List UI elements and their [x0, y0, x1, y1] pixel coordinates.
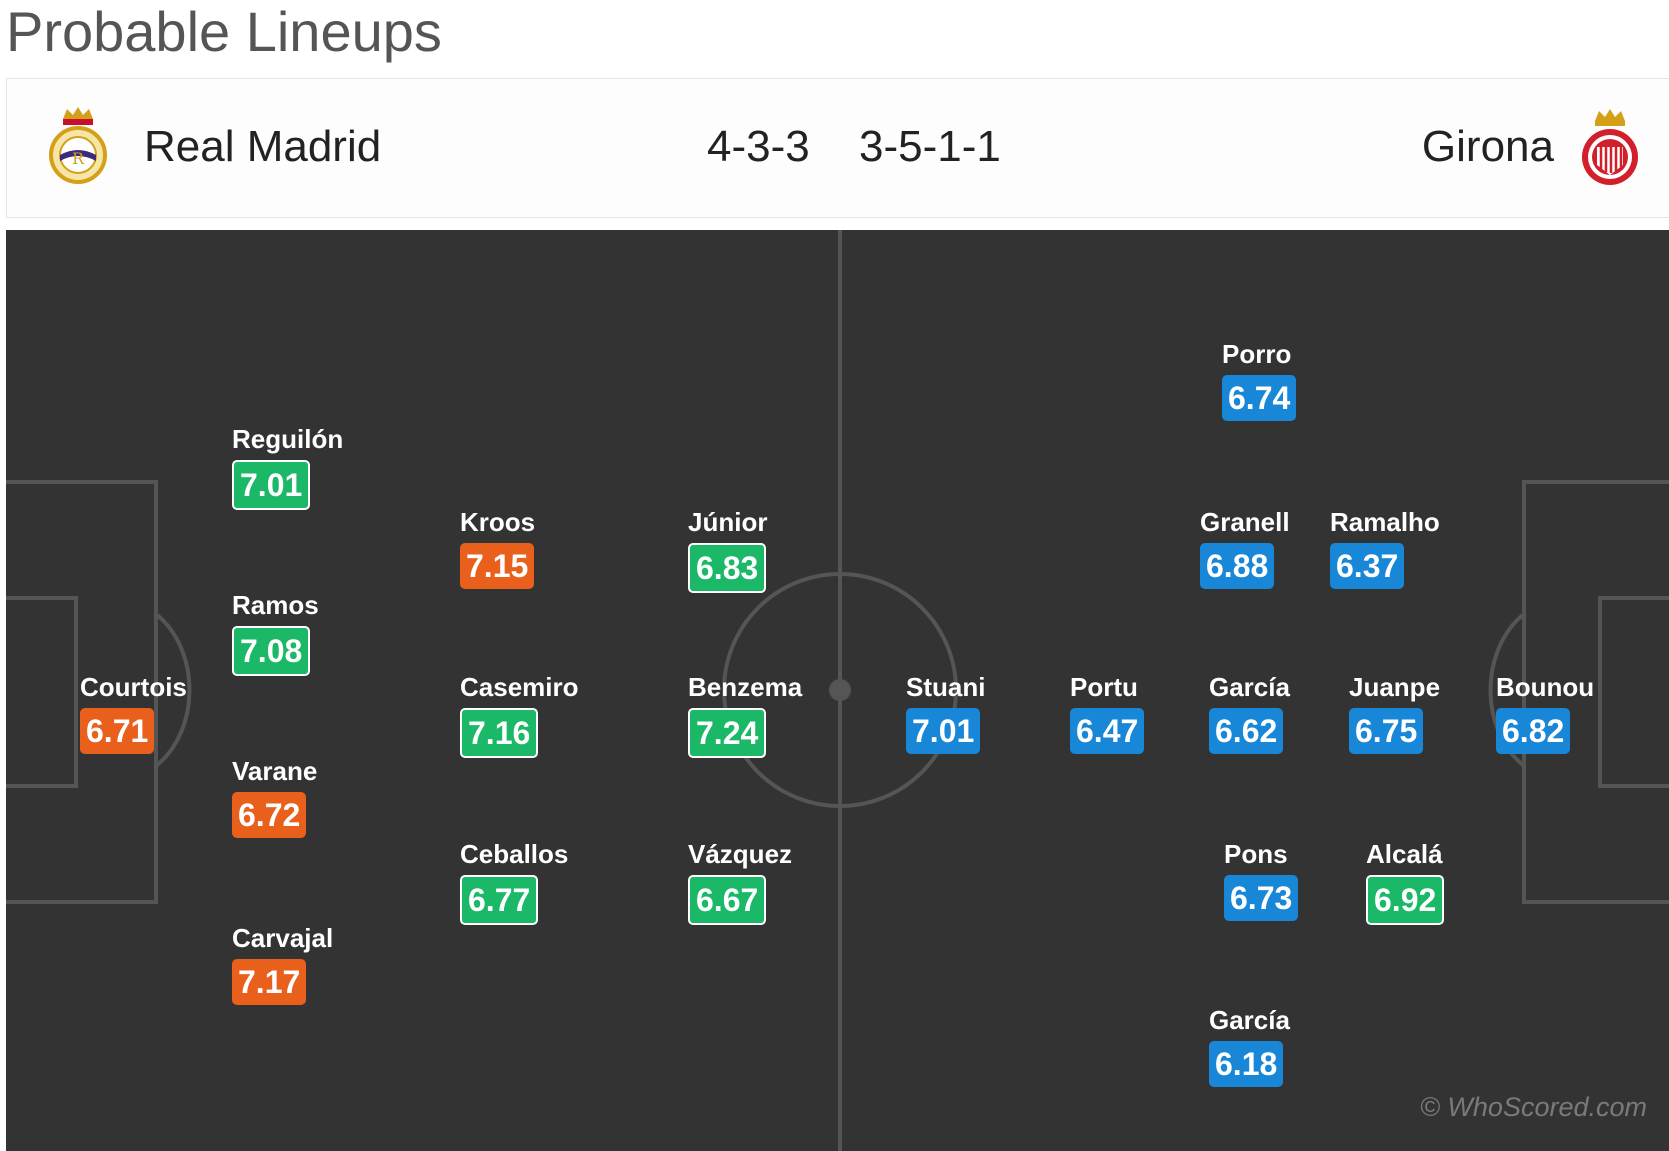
player-rating: 6.75	[1349, 708, 1424, 754]
player-benzema[interactable]: Benzema 7.24	[688, 672, 802, 758]
player-rating: 6.47	[1070, 708, 1145, 754]
player-rating: 7.01	[232, 460, 311, 510]
player-porro[interactable]: Porro 6.74	[1222, 339, 1297, 421]
player-name: Bounou	[1496, 672, 1595, 702]
player-name: García	[1209, 1005, 1290, 1035]
away-team-name[interactable]: Girona	[1421, 122, 1554, 171]
player-name: Ceballos	[460, 839, 569, 869]
player-carvajal[interactable]: Carvajal 7.17	[232, 923, 333, 1005]
player-name: Ramalho	[1330, 507, 1440, 537]
player-pons[interactable]: Pons 6.73	[1224, 839, 1299, 921]
player-garcia[interactable]: García 6.62	[1209, 672, 1290, 754]
player-name: Reguilón	[232, 424, 344, 454]
player-granell[interactable]: Granell 6.88	[1200, 507, 1290, 589]
player-name: Portu	[1070, 672, 1138, 702]
player-courtois[interactable]: Courtois 6.71	[80, 672, 187, 754]
home-formation: 4-3-3	[707, 122, 810, 171]
player-stuani[interactable]: Stuani 7.01	[906, 672, 985, 754]
girona-crest-icon	[1582, 109, 1638, 185]
player-name: Juanpe	[1349, 672, 1441, 702]
player-name: Stuani	[906, 672, 986, 702]
player-rating: 7.24	[688, 708, 767, 758]
player-bounou[interactable]: Bounou 6.82	[1496, 672, 1594, 754]
player-name: Courtois	[80, 672, 187, 702]
player-junior[interactable]: Júnior 6.83	[688, 507, 767, 593]
player-name: Vázquez	[688, 839, 793, 869]
player-alcala[interactable]: Alcalá 6.92	[1366, 839, 1445, 925]
pitch: Courtois 6.71 Reguilón 7.01 Ramos 7.08 V…	[6, 230, 1669, 1151]
player-garcia-2[interactable]: García 6.18	[1209, 1005, 1290, 1087]
player-rating: 6.18	[1209, 1041, 1284, 1087]
player-name: Ramos	[232, 590, 319, 620]
real-madrid-crest-icon: R	[49, 107, 107, 184]
player-rating: 6.88	[1200, 543, 1275, 589]
player-ramalho[interactable]: Ramalho 6.37	[1330, 507, 1440, 589]
player-rating: 6.37	[1330, 543, 1405, 589]
player-varane[interactable]: Varane 6.72	[232, 756, 317, 838]
player-name: Carvajal	[232, 923, 334, 953]
player-rating: 7.17	[232, 959, 307, 1005]
player-ramos[interactable]: Ramos 7.08	[232, 590, 319, 676]
away-formation: 3-5-1-1	[859, 122, 1001, 171]
player-rating: 6.73	[1224, 875, 1299, 921]
player-vazquez[interactable]: Vázquez 6.67	[688, 839, 792, 925]
player-name: Porro	[1222, 339, 1292, 369]
player-rating: 6.92	[1366, 875, 1445, 925]
player-rating: 6.77	[460, 875, 539, 925]
player-name: Alcalá	[1366, 839, 1443, 869]
player-name: Varane	[232, 756, 318, 786]
teams-header: R Real Madrid 4-3-3 3-5-1-1 Girona	[6, 78, 1669, 218]
pitch-markings	[6, 230, 1669, 1151]
player-rating: 6.74	[1222, 375, 1297, 421]
player-rating: 6.72	[232, 792, 307, 838]
player-rating: 7.01	[906, 708, 981, 754]
player-rating: 6.62	[1209, 708, 1284, 754]
player-name: Benzema	[688, 672, 803, 702]
player-rating: 6.82	[1496, 708, 1571, 754]
home-team-name[interactable]: Real Madrid	[144, 122, 382, 171]
player-name: Casemiro	[460, 672, 579, 702]
player-kroos[interactable]: Kroos 7.15	[460, 507, 535, 589]
player-rating: 7.16	[460, 708, 539, 758]
player-juanpe[interactable]: Juanpe 6.75	[1349, 672, 1440, 754]
player-ceballos[interactable]: Ceballos 6.77	[460, 839, 568, 925]
player-name: Júnior	[688, 507, 768, 537]
player-rating: 6.83	[688, 543, 767, 593]
player-name: Kroos	[460, 507, 536, 537]
player-name: Granell	[1200, 507, 1290, 537]
player-portu[interactable]: Portu 6.47	[1070, 672, 1145, 754]
player-rating: 7.08	[232, 626, 311, 676]
player-reguilon[interactable]: Reguilón 7.01	[232, 424, 343, 510]
player-rating: 6.67	[688, 875, 767, 925]
watermark: © WhoScored.com	[1420, 1092, 1647, 1122]
page-title: Probable Lineups	[6, 0, 442, 63]
player-name: García	[1209, 672, 1290, 702]
player-casemiro[interactable]: Casemiro 7.16	[460, 672, 579, 758]
player-rating: 6.71	[80, 708, 155, 754]
player-name: Pons	[1224, 839, 1288, 869]
player-rating: 7.15	[460, 543, 535, 589]
svg-text:R: R	[72, 149, 85, 168]
